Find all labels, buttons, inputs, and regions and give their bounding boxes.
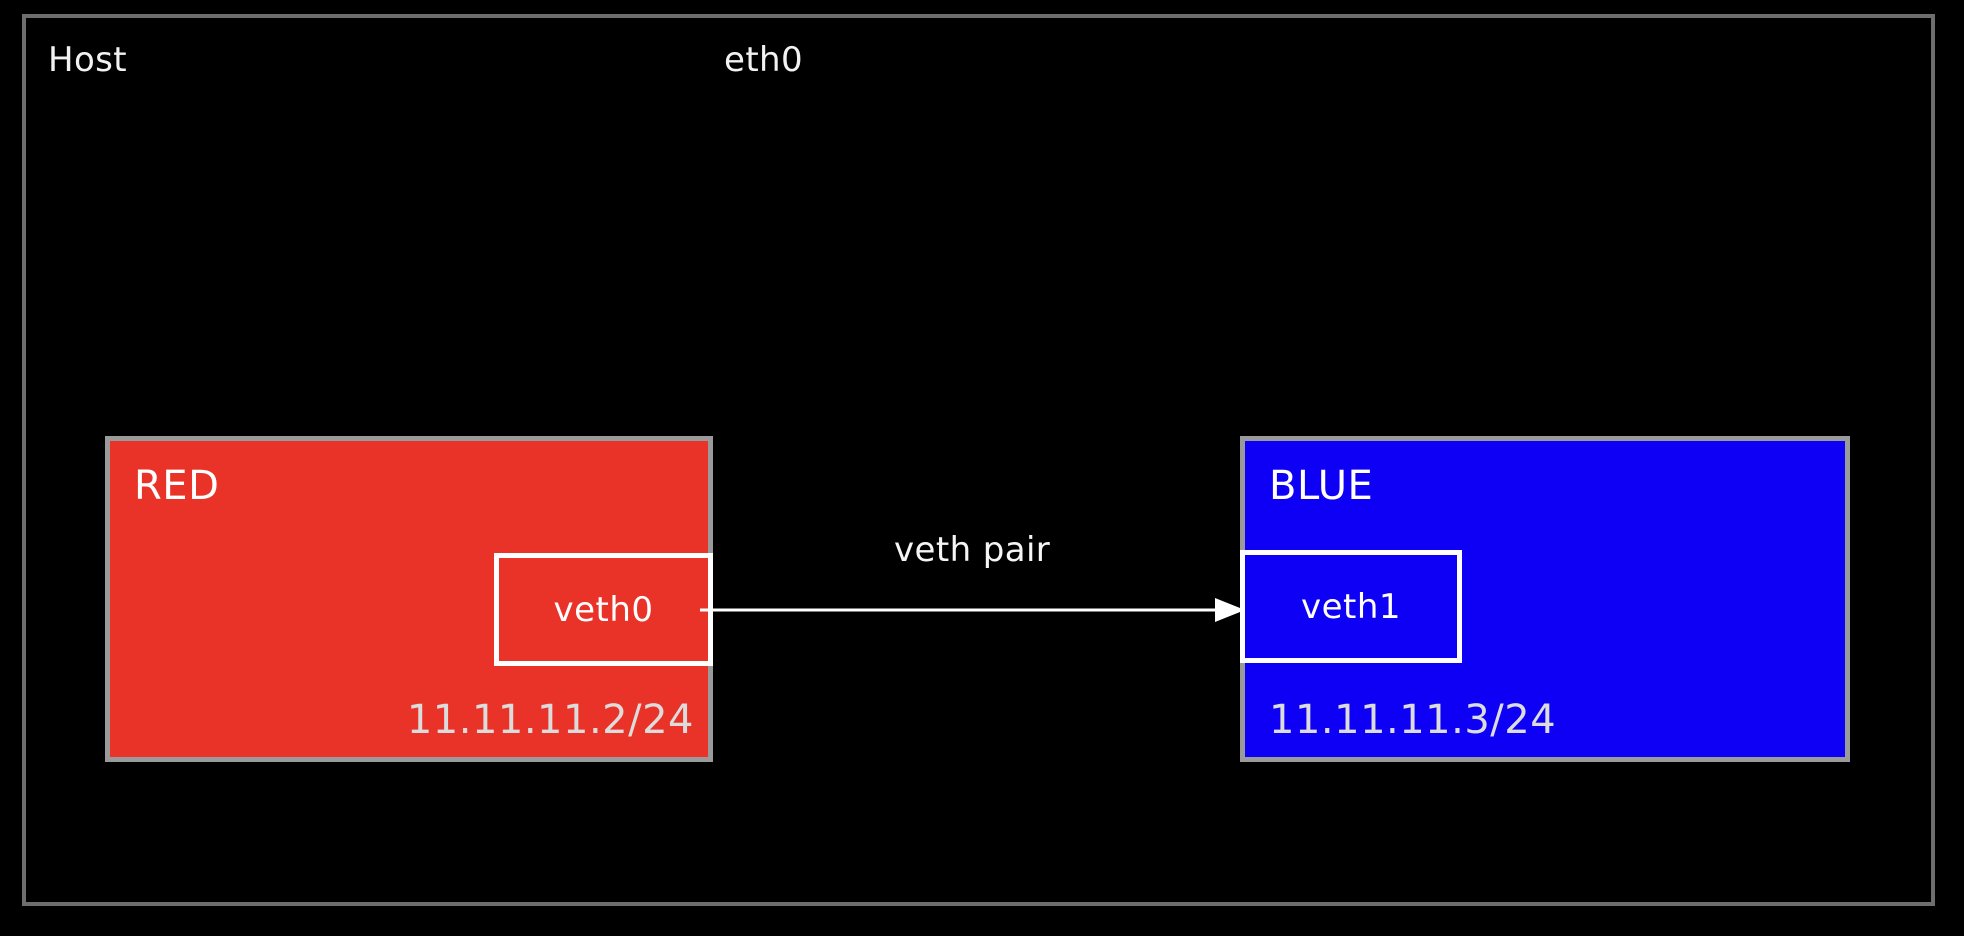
eth0-interface-label: eth0: [724, 40, 804, 80]
namespace-ip-blue: 11.11.11.3/24: [1269, 697, 1557, 743]
namespace-title-blue: BLUE: [1269, 463, 1374, 509]
namespace-ip-red: 11.11.11.2/24: [406, 697, 694, 743]
veth-pair-label: veth pair: [894, 530, 1051, 570]
veth-pair-connector: [700, 598, 1245, 622]
host-label: Host: [48, 40, 128, 80]
interface-box-veth1[interactable]: veth1: [1240, 550, 1462, 663]
host-boundary: [22, 14, 1935, 906]
interface-box-veth0[interactable]: veth0: [494, 553, 713, 666]
namespace-title-red: RED: [134, 463, 220, 509]
